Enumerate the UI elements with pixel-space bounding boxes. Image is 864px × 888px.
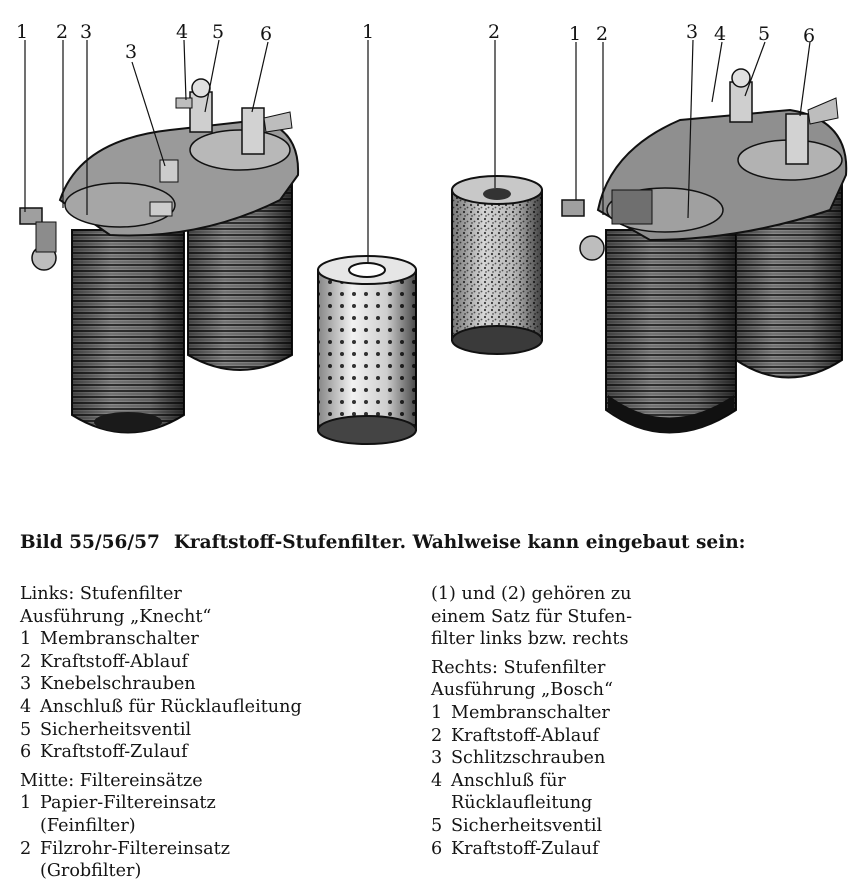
- links-heading-line2: Ausführung „Knecht“: [20, 606, 212, 627]
- left-diaphragm-switch: [19, 207, 57, 271]
- label-left-6: 6: [260, 23, 272, 45]
- item-number: 6: [431, 838, 443, 859]
- item-text: Membranschalter: [451, 702, 610, 723]
- mitte-item: 1 Papier-Filtereinsatz: [20, 792, 400, 815]
- label-left-3b: 3: [125, 41, 137, 63]
- item-number: 2: [431, 725, 443, 746]
- item-text: Filzrohr-Filtereinsatz: [40, 838, 231, 859]
- item-text: Knebelschrauben: [40, 674, 196, 695]
- right-rear-bowl: [735, 179, 843, 379]
- item-text: Schlitzschrauben: [451, 748, 606, 769]
- left-safety-valve: [175, 78, 213, 133]
- item-text: Kraftstoff-Ablauf: [40, 651, 189, 672]
- item-text: Anschluß für: [451, 770, 566, 791]
- item-text: Sicherheitsventil: [40, 719, 192, 740]
- label-left-4: 4: [176, 21, 188, 43]
- label-middle-1: 1: [362, 21, 374, 43]
- links-item: 6 Kraftstoff-Zulauf: [20, 741, 400, 764]
- label-right-4: 4: [714, 23, 726, 45]
- item-number: 1: [20, 629, 32, 650]
- item-number: 2: [20, 651, 32, 672]
- paper-filter-insert: [317, 255, 417, 445]
- right-diaphragm-switch: [561, 199, 605, 261]
- fuel-filter-illustration: 1 2 3 3 4 5 6 1 2 1 2 3 4 5 6: [16, 21, 848, 445]
- legend-right-column: (1) und (2) gehören zu einem Satz für St…: [431, 583, 851, 860]
- right-front-bowl: [605, 229, 737, 434]
- label-right-5: 5: [758, 23, 770, 45]
- label-right-1: 1: [569, 23, 581, 45]
- links-item: 4 Anschluß für Rücklaufleitung: [20, 696, 400, 719]
- item-number: 4: [431, 770, 443, 791]
- item-number: 3: [431, 748, 443, 769]
- item-text: Anschluß für Rücklaufleitung: [40, 696, 302, 717]
- item-text: Kraftstoff-Zulauf: [451, 838, 599, 859]
- mitte-item-subtext: (Feinfilter): [40, 815, 136, 836]
- figure-caption: Bild 55/56/57 Kraftstoff-Stufenfilter. Wa…: [20, 532, 746, 553]
- label-right-3: 3: [686, 21, 698, 43]
- rechts-item: 1 Membranschalter: [431, 702, 851, 725]
- left-filter-knecht: [19, 78, 300, 434]
- rechts-item: 4 Anschluß für: [431, 770, 851, 793]
- item-text: Papier-Filtereinsatz: [40, 793, 216, 814]
- rechts-item: 2 Kraftstoff-Ablauf: [431, 725, 851, 748]
- mitte-item: 2 Filzrohr-Filtereinsatz: [20, 838, 400, 861]
- links-heading-line1: Links: Stufenfilter: [20, 584, 182, 604]
- rechts-item: 3 Schlitzschrauben: [431, 747, 851, 770]
- mitte-heading: Mitte: Filtereinsätze: [20, 770, 203, 791]
- links-item: 3 Knebelschrauben: [20, 673, 400, 696]
- note-line: einem Satz für Stufen-: [431, 606, 633, 627]
- item-number: 2: [20, 838, 32, 859]
- caption-title: Kraftstoff-Stufenfilter. Wahlweise kann …: [173, 532, 746, 553]
- rechts-heading-line2: Ausführung „Bosch“: [431, 680, 614, 701]
- item-text: Sicherheitsventil: [451, 815, 603, 836]
- label-left-5: 5: [212, 21, 224, 43]
- leader-lines: [24, 39, 811, 263]
- item-number: 5: [20, 719, 32, 740]
- felt-filter-insert: [451, 175, 543, 355]
- label-right-2: 2: [596, 23, 608, 45]
- mitte-item-subtext: (Grobfilter): [40, 861, 142, 882]
- label-left-1: 1: [16, 21, 28, 43]
- label-right-6: 6: [803, 25, 815, 47]
- rechts-heading-line1: Rechts: Stufenfilter: [431, 657, 606, 678]
- links-item: 1 Membranschalter: [20, 628, 400, 651]
- item-number: 5: [431, 815, 443, 836]
- left-filter-head: [58, 118, 300, 237]
- left-inlet-fitting: [241, 107, 293, 155]
- item-number: 1: [431, 702, 443, 723]
- legend-left-column: Links: Stufenfilter Ausführung „Knecht“ …: [20, 583, 400, 883]
- item-number: 1: [20, 793, 32, 814]
- right-inlet-fitting: [785, 97, 839, 165]
- caption-number: Bild 55/56/57: [20, 532, 160, 553]
- note-line: filter links bzw. rechts: [431, 629, 629, 650]
- links-item: 5 Sicherheitsventil: [20, 719, 400, 742]
- label-left-2: 2: [56, 21, 68, 43]
- rechts-item: 5 Sicherheitsventil: [431, 815, 851, 838]
- links-item: 2 Kraftstoff-Ablauf: [20, 651, 400, 674]
- right-filter-bosch: [561, 68, 848, 434]
- item-text: Membranschalter: [40, 629, 199, 650]
- label-middle-2: 2: [488, 21, 500, 43]
- right-safety-valve: [729, 68, 753, 123]
- item-number: 3: [20, 674, 32, 695]
- rechts-item-subtext: Rücklaufleitung: [451, 793, 593, 814]
- item-text: Kraftstoff-Ablauf: [451, 725, 600, 746]
- item-number: 4: [20, 696, 32, 717]
- item-number: 6: [20, 742, 32, 763]
- label-left-3a: 3: [80, 21, 92, 43]
- rechts-item: 6 Kraftstoff-Zulauf: [431, 838, 851, 861]
- left-front-bowl: [71, 229, 185, 434]
- item-text: Kraftstoff-Zulauf: [40, 742, 188, 763]
- note-line: (1) und (2) gehören zu: [431, 584, 632, 604]
